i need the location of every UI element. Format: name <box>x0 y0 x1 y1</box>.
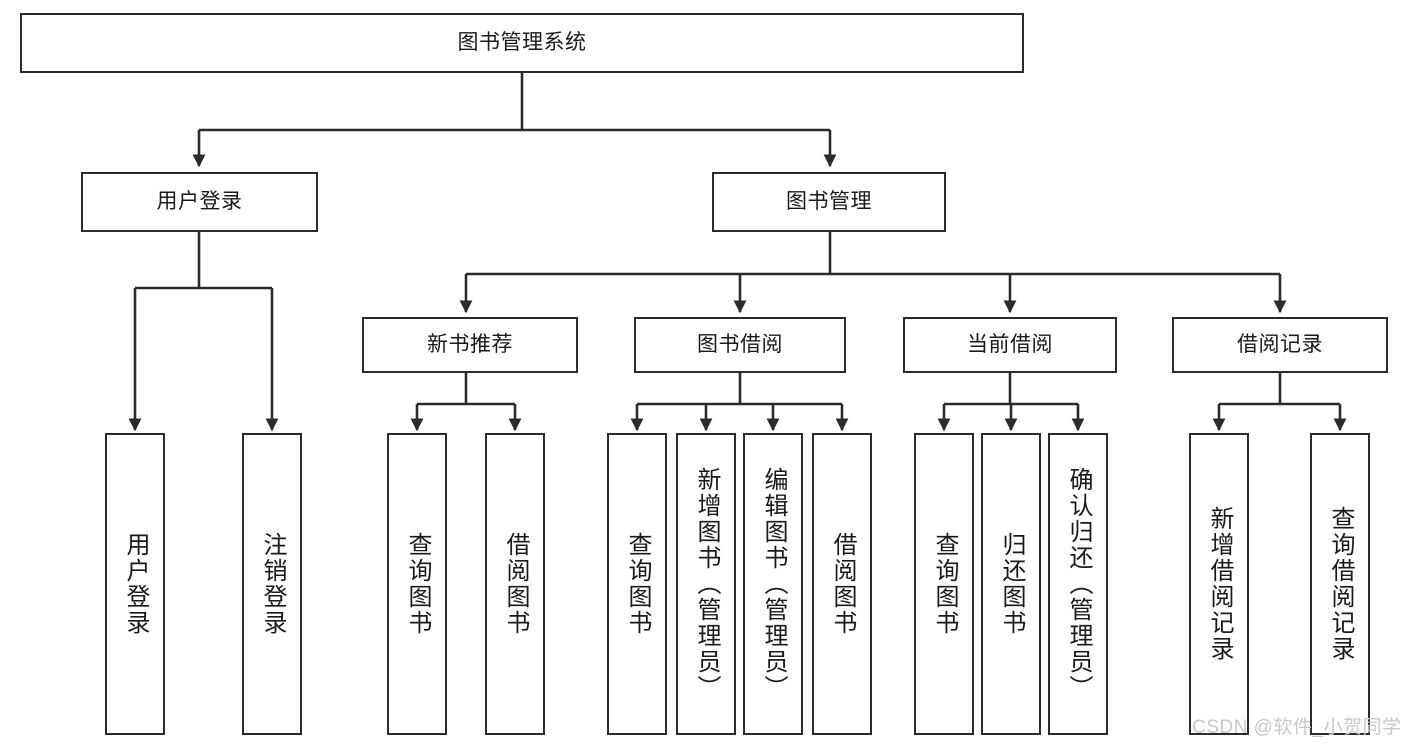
node-leaf-add-book[interactable]: 新增图书（管理员） <box>676 433 736 735</box>
node-root-label: 图书管理系统 <box>457 30 587 54</box>
watermark-credit: CSDN @软件_小贺同学 <box>1192 717 1402 738</box>
node-borrow-record-label: 借阅记录 <box>1237 332 1323 356</box>
node-leaf-borrow-book-1[interactable]: 借阅图书 <box>485 433 545 735</box>
node-leaf-confirm-return-label: 确认归还（管理员） <box>1064 467 1092 701</box>
node-leaf-edit-book[interactable]: 编辑图书（管理员） <box>743 433 803 735</box>
node-leaf-query-book-2-label: 查询图书 <box>623 532 651 636</box>
node-leaf-query-record-label: 查询借阅记录 <box>1326 506 1354 662</box>
node-leaf-user-login[interactable]: 用户登录 <box>105 433 165 735</box>
node-book-borrow[interactable]: 图书借阅 <box>634 317 846 373</box>
node-new-book-recommend-label: 新书推荐 <box>427 332 513 356</box>
node-leaf-borrow-book-2-label: 借阅图书 <box>828 532 856 636</box>
node-current-borrow[interactable]: 当前借阅 <box>903 317 1117 373</box>
node-book-borrow-label: 图书借阅 <box>697 332 783 356</box>
node-current-borrow-label: 当前借阅 <box>967 332 1053 356</box>
node-book-management-label: 图书管理 <box>786 189 872 213</box>
node-user-login-label: 用户登录 <box>156 189 243 213</box>
node-leaf-add-record-label: 新增借阅记录 <box>1205 506 1233 662</box>
node-leaf-query-book-1-label: 查询图书 <box>403 532 431 636</box>
node-book-management[interactable]: 图书管理 <box>712 172 946 232</box>
node-leaf-edit-book-label: 编辑图书（管理员） <box>759 467 787 701</box>
node-leaf-query-book-2[interactable]: 查询图书 <box>607 433 667 735</box>
node-leaf-add-record[interactable]: 新增借阅记录 <box>1189 433 1249 735</box>
node-leaf-add-book-label: 新增图书（管理员） <box>692 467 720 701</box>
node-user-login[interactable]: 用户登录 <box>81 172 318 232</box>
node-leaf-logout-login[interactable]: 注销登录 <box>242 433 302 735</box>
node-new-book-recommend[interactable]: 新书推荐 <box>362 317 578 373</box>
node-borrow-record[interactable]: 借阅记录 <box>1172 317 1388 373</box>
node-leaf-borrow-book-1-label: 借阅图书 <box>501 532 529 636</box>
node-leaf-query-book-3[interactable]: 查询图书 <box>914 433 974 735</box>
node-leaf-borrow-book-2[interactable]: 借阅图书 <box>812 433 872 735</box>
node-leaf-return-book-label: 归还图书 <box>997 532 1025 636</box>
node-leaf-logout-login-label: 注销登录 <box>258 532 286 636</box>
node-leaf-query-book-1[interactable]: 查询图书 <box>387 433 447 735</box>
node-leaf-confirm-return[interactable]: 确认归还（管理员） <box>1048 433 1108 735</box>
node-root-system[interactable]: 图书管理系统 <box>20 13 1024 73</box>
node-leaf-query-record[interactable]: 查询借阅记录 <box>1310 433 1370 735</box>
node-leaf-return-book[interactable]: 归还图书 <box>981 433 1041 735</box>
node-leaf-query-book-3-label: 查询图书 <box>930 532 958 636</box>
node-leaf-user-login-label: 用户登录 <box>121 532 149 636</box>
